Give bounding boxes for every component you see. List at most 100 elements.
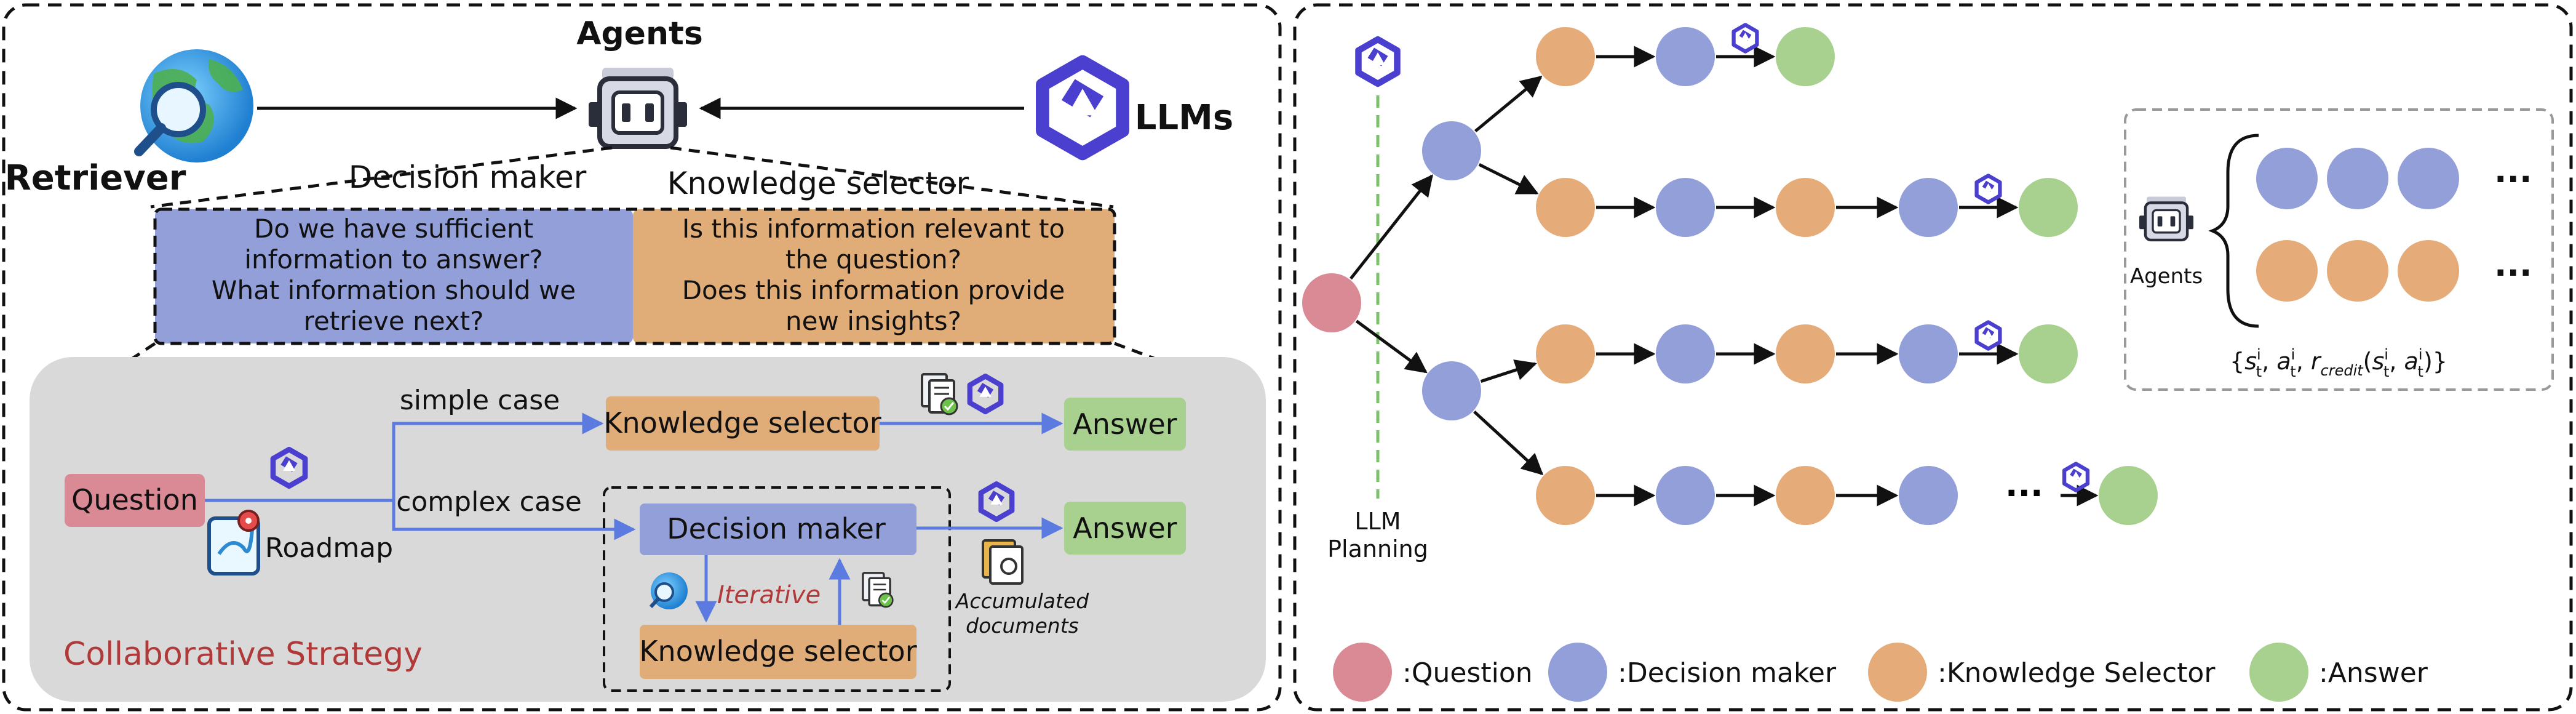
agent-node-knowledge [2327,240,2388,302]
tree-node-decision [1422,121,1481,180]
left-panel-border [2,3,1282,712]
callout-line-left [150,146,613,209]
iterative-label: Iterative [717,581,821,609]
knowledge-selector-label: Knowledge selector [667,166,969,201]
tree-edge [1474,75,1543,133]
agent-node-decision [2327,148,2388,209]
tree-node-decision [1899,178,1958,237]
tree-node-knowledge [1776,466,1835,525]
complex-case-label: complex case [396,486,582,518]
robot-small-icon [2139,197,2193,240]
llm-planning-logo-icon [1359,39,1397,84]
retriever-label: Retriever [5,158,186,198]
iterative-group [603,486,951,692]
knowledge-selector-box-bottom [640,625,916,679]
agent-circles [2256,148,2459,302]
answer-box-bottom [1064,502,1186,555]
collaborative-strategy-title: Collaborative Strategy [63,636,423,673]
legend-label-answer: :Answer [2319,657,2428,689]
knowledge-question-line-2: the question? [785,244,961,275]
llm-logo-tiny-icon [1734,25,1757,51]
agent-node-knowledge [2398,240,2459,302]
tree-edge [1355,319,1428,374]
tree-edge [1473,410,1544,476]
agent-node-knowledge [2256,240,2318,302]
tree-node-decision [1899,466,1958,525]
agent-node-decision [2398,148,2459,209]
answer-box-top [1064,398,1186,451]
tree-node-answer [1776,27,1835,86]
tree-node-decision [1656,466,1715,525]
knowledge-selector-box [606,396,880,451]
tree-node-knowledge [1536,27,1595,86]
knowledge-question-line-1: Is this information relevant to [682,214,1065,244]
decision-question-line-4: retrieve next? [304,306,484,336]
agents-brace [2208,134,2259,328]
agent-node-decision [2256,148,2318,209]
legend-label-question: :Question [1402,657,1533,689]
roadmap-icon [207,510,260,576]
decision-maker-box-label: Decision maker [667,512,886,545]
tree-node-knowledge [1776,324,1835,383]
knowledge-selector-box-bottom-label: Knowledge selector [639,635,916,668]
roadmap-label: Roadmap [265,532,393,564]
tree-node-knowledge [1536,178,1595,237]
question-callout: Do we have sufficient information to ans… [153,207,1116,345]
simple-case-label: simple case [400,385,560,416]
decision-maker-box [640,503,916,555]
decision-question-line-1: Do we have sufficient [254,214,533,244]
knowledge-question-line-3: Does this information provide [682,275,1065,305]
ellipsis-top: ··· [2494,160,2532,199]
robot-icon [589,68,687,146]
planning-tree: ··· [1302,25,2158,525]
tree-edge [1350,174,1433,280]
llms-label: LLMs [1135,98,1233,138]
answer-box-bottom-label: Answer [1073,511,1177,545]
globe-search-icon [134,49,253,162]
llm-logo-tiny-icon [2064,463,2088,490]
tree-node-knowledge [1536,324,1595,383]
tree-edge [1478,163,1539,195]
question-box [65,474,205,527]
question-box-label: Question [71,483,198,516]
llm-logo-icon [1043,62,1123,154]
decision-question-line-2: information to answer? [244,244,543,275]
knowledge-question-line-4: new insights? [785,306,961,336]
accumulated-documents-icon [982,539,1024,585]
legend: :Question :Decision maker :Knowledge Selec… [1333,643,2428,702]
knowledge-selector-box-label: Knowledge selector [603,406,881,439]
accumulated-label-2: documents [966,614,1079,638]
legend-label-knowledge: :Knowledge Selector [1938,657,2216,689]
llm-planning-label-2: Planning [1327,536,1428,563]
agents-label: Agents [2130,264,2203,289]
tree-node-decision [1656,27,1715,86]
agents-trajectory-box [2124,108,2554,391]
ellipsis-bottom: ··· [2494,254,2532,292]
right-panel-border [1293,3,2573,712]
legend-swatch-knowledge [1868,643,1927,702]
tree-ellipsis: ··· [2005,474,2043,513]
complex-case-arrow [392,500,636,540]
llm-logo-tiny-icon [1977,322,2000,348]
tree-node-answer [2099,466,2158,525]
decision-question-line-3: What information should we [212,275,576,305]
tree-node-answer [2019,178,2078,237]
tree-edge [1480,359,1537,383]
simple-case-arrow [388,412,604,502]
globe-search-small-icon [649,572,688,609]
tree-node-knowledge [1776,178,1835,237]
llm-logo-tiny-icon [1977,175,2000,202]
tree-node-decision [1656,324,1715,383]
tree-node-question [1302,273,1361,332]
callout-line-right [670,146,1114,209]
accumulated-label-1: Accumulated [955,589,1089,613]
answer-box-top-label: Answer [1073,407,1177,441]
legend-swatch-decision [1548,643,1607,702]
legend-label-decision: :Decision maker [1618,657,1837,689]
agents-title: Agents [576,15,703,52]
legend-swatch-question [1333,643,1392,702]
tree-node-decision [1656,178,1715,237]
tree-node-knowledge [1536,466,1595,525]
